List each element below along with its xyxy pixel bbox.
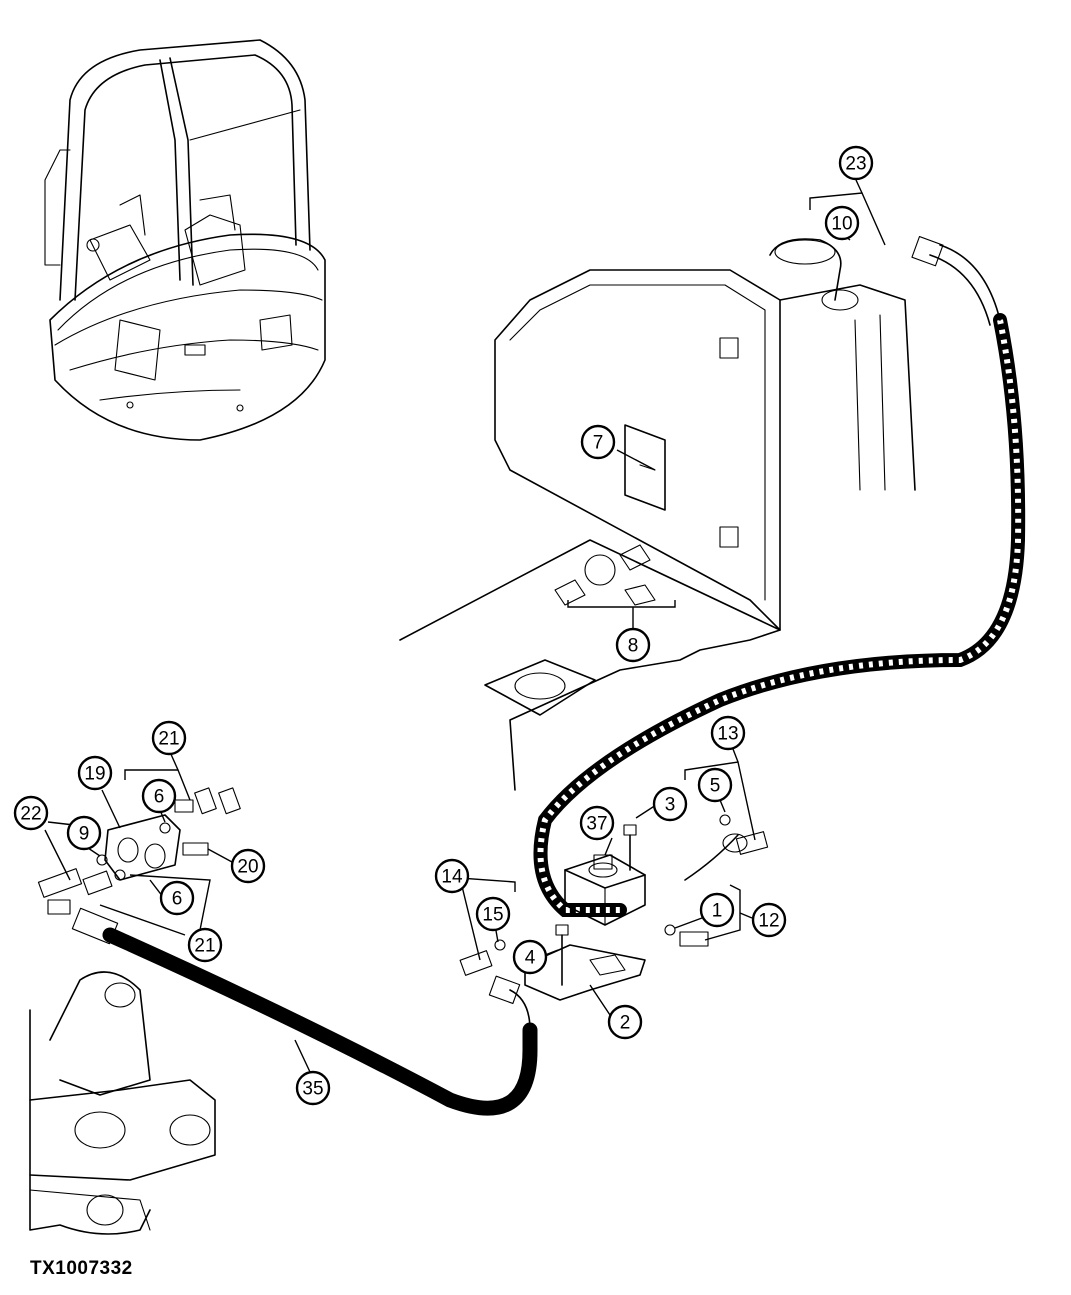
callout-label: 14 (441, 867, 463, 888)
callout-5: 5 (697, 767, 733, 803)
callout-label: 7 (593, 433, 604, 454)
callout-label: 12 (758, 911, 779, 932)
leader-lines (44, 179, 886, 1073)
callout-20: 20 (230, 848, 266, 884)
callout-6a: 6 (141, 778, 177, 814)
valve-block-assembly (459, 814, 769, 1005)
callout-label: 23 (845, 154, 866, 175)
callout-2: 2 (607, 1004, 643, 1040)
callout-label: 8 (628, 636, 639, 657)
figure-id-caption: TX1007332 (30, 1258, 133, 1279)
callout-label: 22 (20, 804, 41, 825)
callout-21b: 21 (187, 927, 223, 963)
callout-label: 20 (237, 857, 258, 878)
callout-label: 21 (194, 936, 215, 957)
callout-19: 19 (77, 755, 113, 791)
callout-9: 9 (66, 815, 102, 851)
callout-3: 3 (652, 786, 688, 822)
callout-label: 37 (586, 814, 607, 835)
callout-13: 13 (710, 715, 746, 751)
callout-35: 35 (295, 1070, 331, 1106)
callout-label: 2 (620, 1013, 631, 1034)
callout-label: 10 (831, 214, 852, 235)
callout-label: 9 (79, 824, 90, 845)
callout-label: 13 (717, 724, 738, 745)
callout-15: 15 (475, 896, 511, 932)
callout-1: 1 (699, 892, 735, 928)
callout-label: 4 (525, 948, 536, 969)
hydraulic-hose (71, 907, 538, 1116)
callout-8: 8 (615, 627, 651, 663)
callout-23: 23 (838, 145, 874, 181)
callout-4: 4 (512, 939, 548, 975)
callout-14: 14 (434, 858, 470, 894)
callout-21a: 21 (151, 720, 187, 756)
callout-label: 6 (172, 889, 183, 910)
callout-label: 3 (665, 795, 676, 816)
callout-7: 7 (580, 424, 616, 460)
callout-22: 22 (13, 795, 49, 831)
machine-overview-illustration (44, 39, 326, 441)
callout-label: 6 (154, 787, 165, 808)
spiral-wrapped-hose (533, 236, 1026, 917)
callout-label: 15 (482, 905, 503, 926)
swing-frame-illustration (29, 971, 216, 1235)
callout-label: 1 (712, 901, 723, 922)
callout-label: 35 (302, 1079, 323, 1100)
callout-label: 19 (84, 764, 105, 785)
hydraulic-tank-illustration (399, 238, 916, 791)
callout-10: 10 (824, 205, 860, 241)
flange-fittings-illustration (37, 787, 241, 915)
callout-label: 5 (710, 776, 721, 797)
callout-6b: 6 (159, 880, 195, 916)
callout-12: 12 (751, 902, 787, 938)
callout-37: 37 (579, 805, 615, 841)
callout-label: 21 (158, 729, 179, 750)
